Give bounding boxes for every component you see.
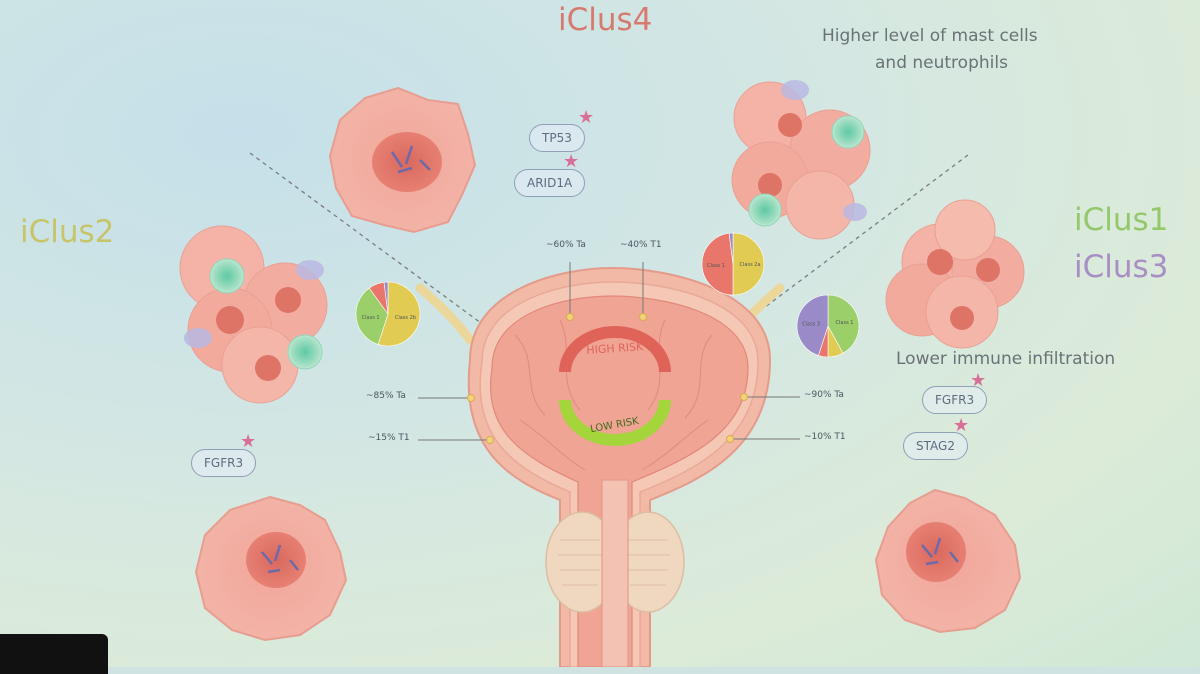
immune-cell-2: [748, 193, 782, 227]
pie-slice-0: [377, 281, 421, 347]
bladder-illustration: HIGH RISK LOW RISK: [415, 262, 800, 667]
note-mast-cells-line1: Higher level of mast cells: [822, 26, 1038, 46]
pie-slice-2: [728, 232, 734, 265]
divider-left: [249, 152, 611, 419]
pie-chart-top-right: Class 2a Class 1: [701, 232, 765, 296]
immune-cell-2: [287, 334, 323, 370]
prostate: [545, 479, 685, 667]
mast-cell-1: [184, 328, 212, 348]
immune-cell-1: [209, 258, 245, 294]
cell-cluster-right: [885, 199, 1025, 349]
cluster-nucleus-2: [275, 287, 301, 313]
pie-slice-label-0: Class 1: [836, 320, 854, 326]
tumor-cell-bottom-left: [194, 495, 348, 642]
stage-label-top-t1: ~40% T1: [620, 240, 662, 250]
chromosomes: [261, 544, 299, 574]
stage-label-left-t1: ~15% T1: [368, 433, 410, 443]
stage-pointers: [418, 262, 800, 441]
pie-slice-3: [383, 281, 389, 315]
tumor-cell-bottom-right: [874, 488, 1022, 634]
dot-left-ta: [467, 394, 475, 402]
pie-slice-1: [355, 287, 389, 345]
high-risk-label: HIGH RISK: [586, 340, 644, 357]
pie-slice-label-3: Class 3: [802, 321, 820, 327]
immune-cell-1: [831, 115, 865, 149]
cluster-nucleus-1: [927, 249, 953, 275]
prostate-texture: [558, 539, 670, 586]
fold-4: [684, 334, 713, 419]
mutation-star-icon: ★: [953, 415, 970, 436]
mast-cell-1: [781, 80, 809, 100]
dot-top-ta: [566, 313, 574, 321]
pie-chart-left: Class 2b Class 1: [355, 281, 421, 347]
pie-slice-0: [732, 232, 765, 296]
fold-5: [519, 419, 586, 471]
divider-lines: [249, 152, 969, 419]
mast-cell-2: [843, 203, 867, 221]
ureter-left: [415, 283, 475, 345]
tumor-cell-top: [328, 86, 477, 234]
pie-chart-right: Class 1 Class 3: [796, 294, 860, 358]
cluster-nucleus-1: [216, 306, 244, 334]
stage-label-right-ta: ~90% Ta: [804, 390, 844, 400]
pie-slice-label-0: Class 2a: [740, 262, 761, 268]
pie-slice-1: [701, 232, 734, 296]
pie-slice-0: [827, 294, 860, 354]
cluster-nucleus-2: [758, 173, 782, 197]
stage-dots: [467, 313, 748, 444]
stage-label-left-ta: ~85% Ta: [366, 391, 406, 401]
pie-slice-label-1: Class 1: [362, 315, 380, 321]
mutation-star-icon: ★: [563, 151, 580, 172]
urethra: [601, 479, 629, 667]
gene-pill-tp53: TP53: [529, 124, 585, 152]
divider-right: [616, 154, 969, 419]
dot-right-t1: [726, 435, 734, 443]
projector-frame-corner: [0, 634, 108, 674]
pie-slice-label-0: Class 2b: [395, 315, 416, 321]
cluster-title-iclus3: iClus3: [1074, 249, 1169, 285]
cluster-title-iclus2: iClus2: [20, 214, 115, 250]
cluster-nucleus-3: [950, 306, 974, 330]
fold-6: [641, 419, 709, 471]
cell-cluster-left: [179, 225, 328, 404]
low-risk-arc: [559, 399, 671, 446]
cluster-nucleus-1: [778, 113, 802, 137]
mutation-star-icon: ★: [970, 370, 987, 391]
high-risk-arc: [559, 326, 671, 373]
cluster-title-iclus1: iClus1: [1074, 202, 1169, 238]
mast-cell-2: [296, 260, 324, 280]
dot-left-t1: [486, 436, 494, 444]
note-mast-cells-line2: and neutrophils: [875, 53, 1008, 73]
gene-pill-fgfr3-left: FGFR3: [191, 449, 257, 477]
dot-top-t1: [639, 313, 647, 321]
cluster-nucleus-2: [976, 258, 1000, 282]
mutation-star-icon: ★: [240, 431, 257, 452]
stage-label-top-ta: ~60% Ta: [546, 240, 586, 250]
cluster-title-iclus4: iClus4: [558, 2, 653, 38]
cluster-cell-4: [785, 170, 855, 240]
gene-pill-stag2: STAG2: [903, 432, 968, 460]
gene-pill-fgfr3-right: FGFR3: [922, 386, 988, 414]
pie-slice-label-1: Class 1: [707, 263, 725, 269]
cluster-cell-5: [934, 199, 996, 261]
cell-cluster-top-right: [731, 80, 871, 240]
chromosomes: [921, 537, 959, 566]
chromosomes: [390, 145, 431, 174]
stage-label-right-t1: ~10% T1: [804, 432, 846, 442]
cluster-nucleus-3: [255, 355, 281, 381]
mutation-star-icon: ★: [578, 107, 595, 128]
gene-pill-arid1a: ARID1A: [514, 169, 586, 197]
dot-right-ta: [740, 393, 748, 401]
pie-slice-3: [796, 294, 829, 356]
note-immune-infiltration: Lower immune infiltration: [896, 349, 1116, 369]
fold-1: [514, 334, 546, 416]
